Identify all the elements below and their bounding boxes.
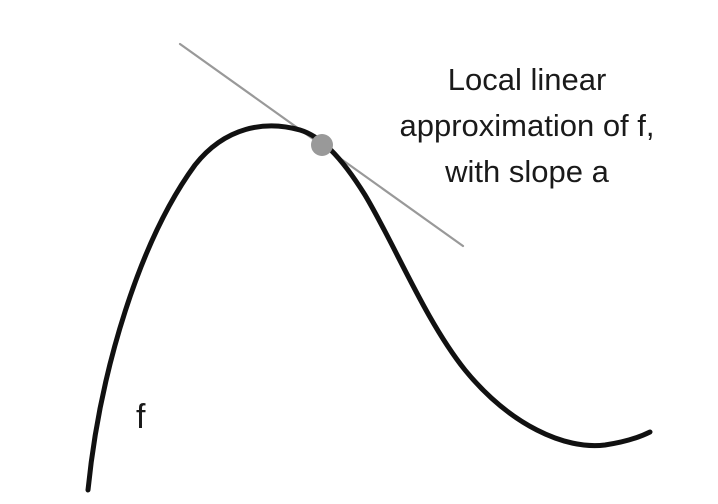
annotation-line-1: Local linear <box>448 62 607 97</box>
curve-label: f <box>136 398 146 436</box>
tangent-point <box>311 134 333 156</box>
function-curve <box>85 123 653 493</box>
annotation-line-2: approximation of f, <box>399 108 654 143</box>
annotation-line-3: with slope a <box>444 154 609 189</box>
